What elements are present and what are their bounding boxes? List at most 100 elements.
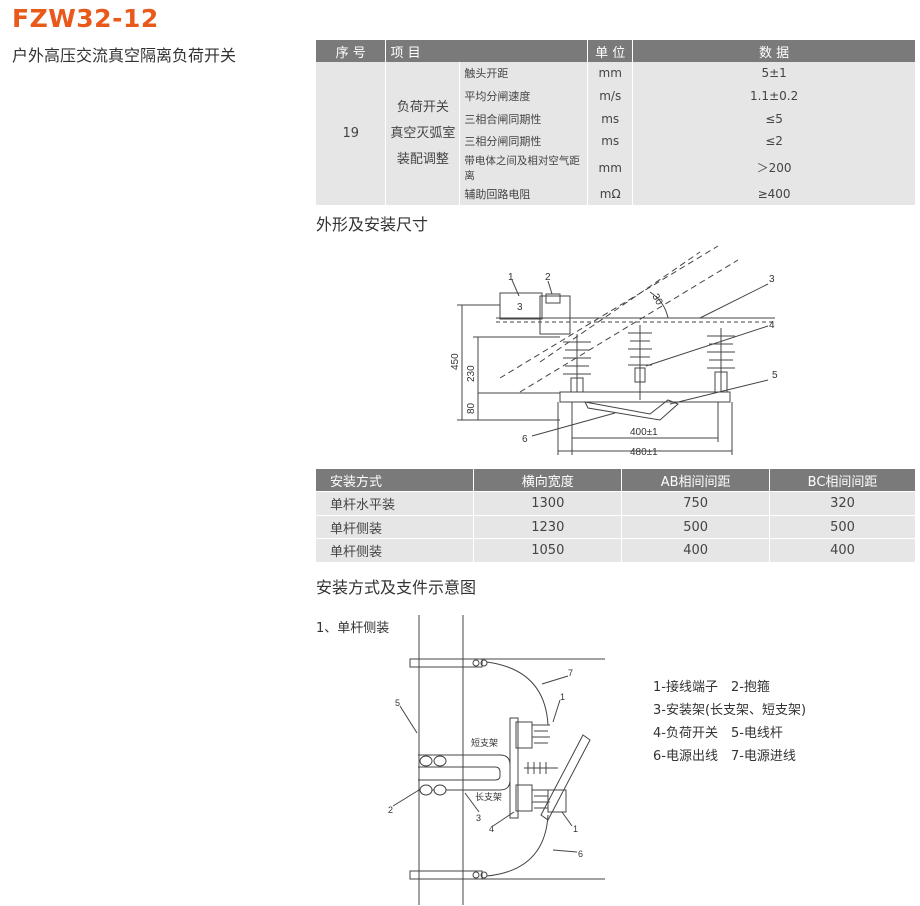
short-bracket (418, 766, 501, 781)
table-row: 辅助回路电阻 mΩ ≥400 (316, 182, 916, 206)
callout-2: 2 (388, 805, 393, 815)
mount-table-header: 安装方式 横向宽度 AB相间间距 BC相间间距 (316, 469, 916, 492)
product-subtitle: 户外高压交流真空隔离负荷开关 (12, 46, 237, 65)
value-cell: ≤2 (632, 130, 916, 153)
callout-4: 4 (489, 824, 494, 834)
callout-1: 1 (560, 692, 565, 702)
operating-arm (584, 399, 679, 421)
table-row: 单杆侧装 1050 400 400 (316, 538, 916, 563)
item-cell: 平均分闸速度 (459, 84, 589, 108)
item-cell: 触头开距 (459, 62, 589, 85)
terminal-inner-label: 3 (517, 302, 523, 313)
bc-cell: 400 (769, 538, 916, 563)
short-bracket-label: 短支架 (471, 737, 498, 748)
dim-480-label: 480±1 (630, 447, 658, 458)
table-row: 单杆水平装 1300 750 320 (316, 491, 916, 516)
callout-1-lower: 1 (573, 824, 578, 834)
legend-line: 4-负荷开关 5-电线杆 (653, 726, 783, 741)
lower-terminal (547, 789, 567, 813)
top-cross-arm (409, 658, 483, 668)
callout-2: 2 (545, 272, 551, 283)
callout-6: 6 (522, 434, 528, 445)
clamp-box (539, 295, 571, 335)
callout-7: 7 (568, 668, 573, 678)
dim-230-label: 230 (466, 365, 477, 382)
col-header-value: 数 据 (632, 40, 916, 62)
col-header-item: 项 目 (385, 40, 589, 62)
legend-line: 3-安装架(长支架、短支架) (653, 703, 807, 718)
width-cell: 1300 (473, 491, 623, 516)
value-cell: 1.1±0.2 (632, 84, 916, 108)
product-title: FZW32-12 (12, 4, 159, 33)
unit-cell: m/s (587, 84, 634, 108)
unit-cell: mm (587, 152, 634, 183)
terminal-box (499, 292, 543, 320)
outgoing-cable (486, 814, 549, 877)
clamp-top (545, 293, 561, 304)
mount-method-cell: 单杆侧装 (316, 538, 475, 563)
unit-cell: ms (587, 130, 634, 153)
item-cell: 辅助回路电阻 (459, 182, 589, 206)
serial-cell: 19 (316, 62, 387, 206)
angle-label: 30 (649, 292, 664, 308)
width-cell: 1230 (473, 514, 623, 539)
group-line: 真空灭弧室 (390, 125, 456, 141)
unit-cell: ms (587, 107, 634, 131)
incoming-cable (486, 661, 549, 726)
insulator-middle (628, 325, 652, 400)
col-header-ab-spacing: AB相间间距 (621, 469, 771, 492)
mount-table: 安装方式 横向宽度 AB相间间距 BC相间间距 单杆水平装 1300 750 3… (316, 469, 916, 563)
callout-6: 6 (578, 849, 583, 859)
switch-frame (509, 717, 519, 819)
item-cell: 三相合闸同期性 (459, 107, 589, 131)
col-header-unit: 单 位 (587, 40, 634, 62)
lower-insulator (532, 789, 550, 809)
item-cell: 带电体之间及相对空气距离 (459, 152, 589, 183)
bottom-cross-arm (409, 870, 483, 880)
value-cell: ＞200 (632, 152, 916, 183)
col-header-bc-spacing: BC相间间距 (769, 469, 916, 492)
spec-table-header: 序 号 项 目 单 位 数 据 (316, 40, 916, 62)
angle-arc (649, 291, 669, 319)
insulator-right (707, 328, 735, 393)
group-line: 装配调整 (396, 151, 449, 167)
ab-cell: 500 (621, 514, 771, 539)
upper-insulator (532, 724, 550, 744)
bc-cell: 320 (769, 491, 916, 516)
bc-cell: 500 (769, 514, 916, 539)
table-row: 19 负荷开关 真空灭弧室 装配调整 触头开距 mm 5±1 (316, 62, 916, 206)
group-line: 负荷开关 (396, 99, 449, 115)
col-header-mount-method: 安装方式 (316, 469, 475, 492)
callout-1: 1 (508, 272, 514, 283)
dashed-guide-line (539, 251, 701, 363)
mount-method-cell: 单杆侧装 (316, 514, 475, 539)
callout-5: 5 (395, 698, 400, 708)
middle-insulator (524, 762, 558, 774)
mount-method-cell: 单杆水平装 (316, 491, 475, 516)
table-row: 带电体之间及相对空气距离 mm ＞200 (316, 152, 916, 183)
base-beam (559, 391, 731, 403)
item-cell: 三相分闸同期性 (459, 130, 589, 153)
col-header-width: 横向宽度 (473, 469, 623, 492)
value-cell: ≤5 (632, 107, 916, 131)
dim-450-label: 450 (450, 353, 461, 370)
table-row: 三相分闸同期性 ms ≤2 (316, 130, 916, 153)
legend-line: 1-接线端子 2-抱箍 (653, 680, 770, 695)
insulator-left (563, 334, 591, 393)
single-pole-label: 1、单杆侧装 (316, 621, 390, 636)
unit-cell: mm (587, 62, 634, 85)
callout-5: 5 (772, 370, 778, 381)
value-cell: ≥400 (632, 182, 916, 206)
table-row: 三相合闸同期性 ms ≤5 (316, 107, 916, 131)
ab-cell: 750 (621, 491, 771, 516)
legend-line: 6-电源出线 7-电源进线 (653, 749, 796, 764)
callout-3: 3 (769, 274, 775, 285)
col-header-serial: 序 号 (316, 40, 387, 62)
group-cell: 负荷开关 真空灭弧室 装配调整 (385, 62, 461, 206)
spec-table: 序 号 项 目 单 位 数 据 19 负荷开关 真空灭弧室 装配调整 触头开距 … (316, 40, 916, 206)
unit-cell: mΩ (587, 182, 634, 206)
outline-drawing: 1 2 3 4 5 6 3 30 450 230 80 400±1 480±1 (450, 245, 778, 458)
dashed-guide-line (519, 259, 739, 393)
width-cell: 1050 (473, 538, 623, 563)
table-row: 平均分闸速度 m/s 1.1±0.2 (316, 84, 916, 108)
